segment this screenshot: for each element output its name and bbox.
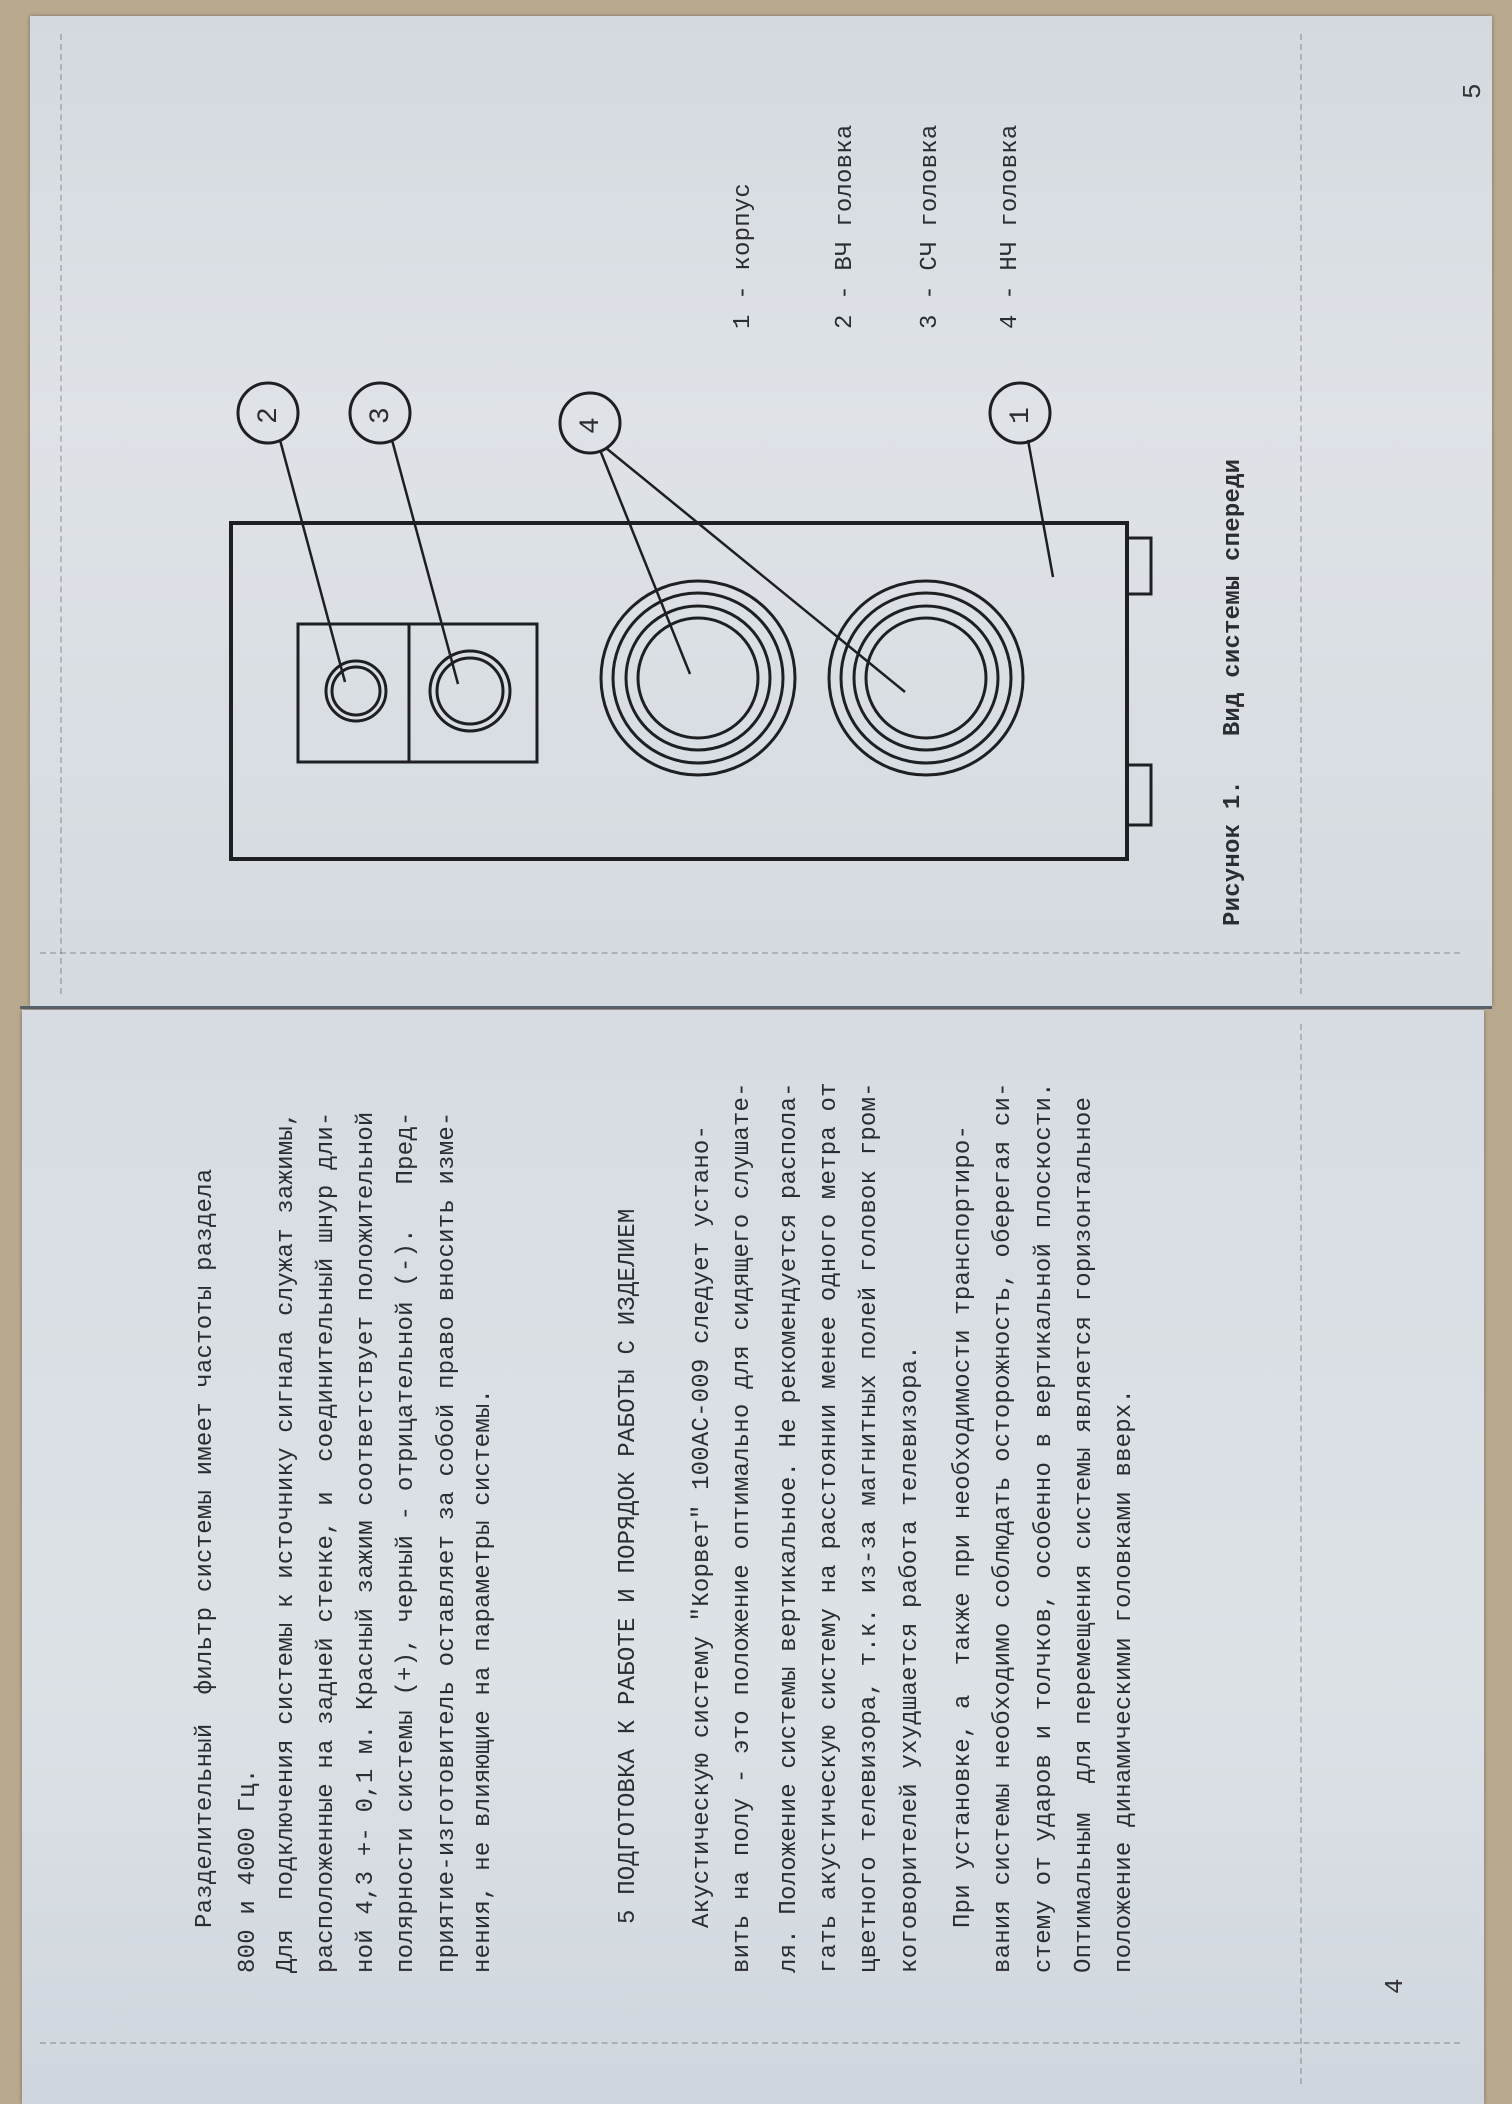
legend-item: 3 - СЧ головка xyxy=(917,124,944,329)
legend-item: 1 - корпус xyxy=(730,182,757,329)
cabinet-outline xyxy=(229,521,1129,861)
callout-circle xyxy=(236,381,300,445)
midrange-driver xyxy=(428,649,512,733)
woofer-driver xyxy=(827,579,1025,777)
legend-item: 2 - ВЧ головка xyxy=(832,124,859,329)
callout-label: 1 xyxy=(1006,406,1037,424)
figure-caption: Рисунок 1. Вид системы спереди xyxy=(1220,458,1247,926)
callout-label: 4 xyxy=(576,416,607,434)
legend-item: 4 - НЧ головка xyxy=(997,124,1024,329)
leader-lines xyxy=(278,439,1055,693)
woofer-driver xyxy=(599,579,797,777)
tweeter-driver xyxy=(324,659,388,723)
cabinet-foot xyxy=(1125,536,1153,596)
callout-label: 3 xyxy=(366,406,397,424)
callout-circle xyxy=(558,391,622,455)
callout-circle xyxy=(348,381,412,445)
callout-circle xyxy=(988,381,1052,445)
page-number: 5 xyxy=(1458,83,1488,99)
midrange-panel xyxy=(407,622,539,764)
cabinet-foot xyxy=(1125,763,1153,827)
callout-label: 2 xyxy=(254,406,285,424)
tweeter-panel xyxy=(296,622,411,764)
